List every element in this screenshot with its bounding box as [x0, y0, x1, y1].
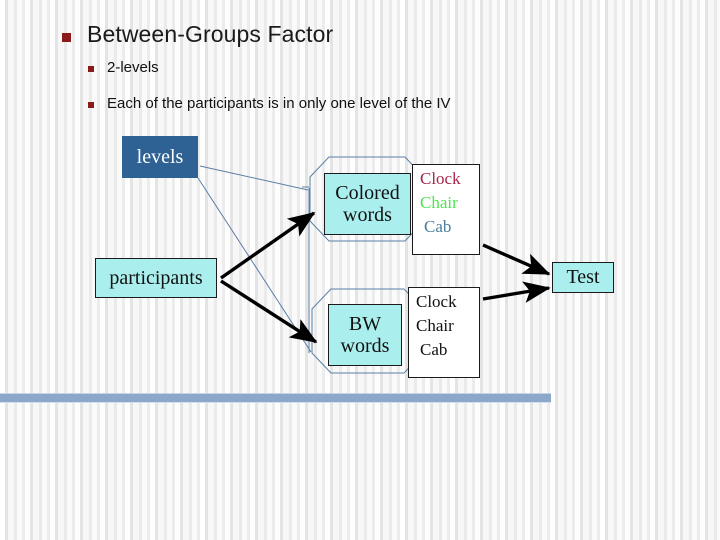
arrow-participants-to-bw — [220, 279, 318, 344]
wordlist-item-chair: Chair — [416, 316, 454, 336]
wordlist-item-clock: Clock — [416, 292, 457, 311]
bullet-square-small-icon — [88, 66, 94, 72]
bullet-square-small-icon — [88, 102, 94, 108]
node-test-label: Test — [566, 266, 600, 288]
node-colored-words-line1: Colored — [335, 181, 400, 204]
node-colored-words-line2: words — [343, 204, 392, 226]
node-colored-words[interactable]: Colored words — [324, 173, 411, 235]
wordlist-colored: Clock Chair Cab — [412, 164, 480, 255]
node-bw-words-line1: BW — [348, 312, 382, 335]
brace-line-upper — [199, 165, 309, 191]
node-levels-label: levels — [136, 145, 184, 168]
footer-divider — [0, 393, 551, 403]
bullet-text-1: 2-levels — [107, 59, 159, 76]
bullet-item-2: Each of the participants is in only one … — [88, 95, 451, 112]
arrow-bw-to-test — [482, 281, 551, 303]
bullet-square-icon — [62, 33, 71, 42]
page-title: Between-Groups Factor — [87, 21, 334, 47]
wordlist-item-clock: Clock — [420, 169, 461, 188]
arrow-colored-to-test — [482, 243, 551, 276]
bullet-text-2: Each of the participants is in only one … — [107, 95, 451, 112]
bullet-item-1: 2-levels — [88, 59, 159, 76]
node-participants[interactable]: participants — [95, 258, 217, 298]
arrow-participants-to-colored — [220, 211, 316, 280]
node-bw-words-line2: words — [340, 335, 390, 357]
wordlist-item-cab: Cab — [424, 217, 452, 237]
wordlist-bw: Clock Chair Cab — [408, 287, 480, 378]
wordlist-item-cab: Cab — [420, 340, 448, 360]
slide-title-row: Between-Groups Factor — [62, 21, 334, 47]
node-participants-label: participants — [109, 266, 203, 289]
node-bw-words[interactable]: BW words — [328, 304, 402, 366]
node-levels[interactable]: levels — [122, 136, 198, 178]
wordlist-item-chair: Chair — [420, 193, 458, 213]
node-test[interactable]: Test — [552, 262, 614, 293]
